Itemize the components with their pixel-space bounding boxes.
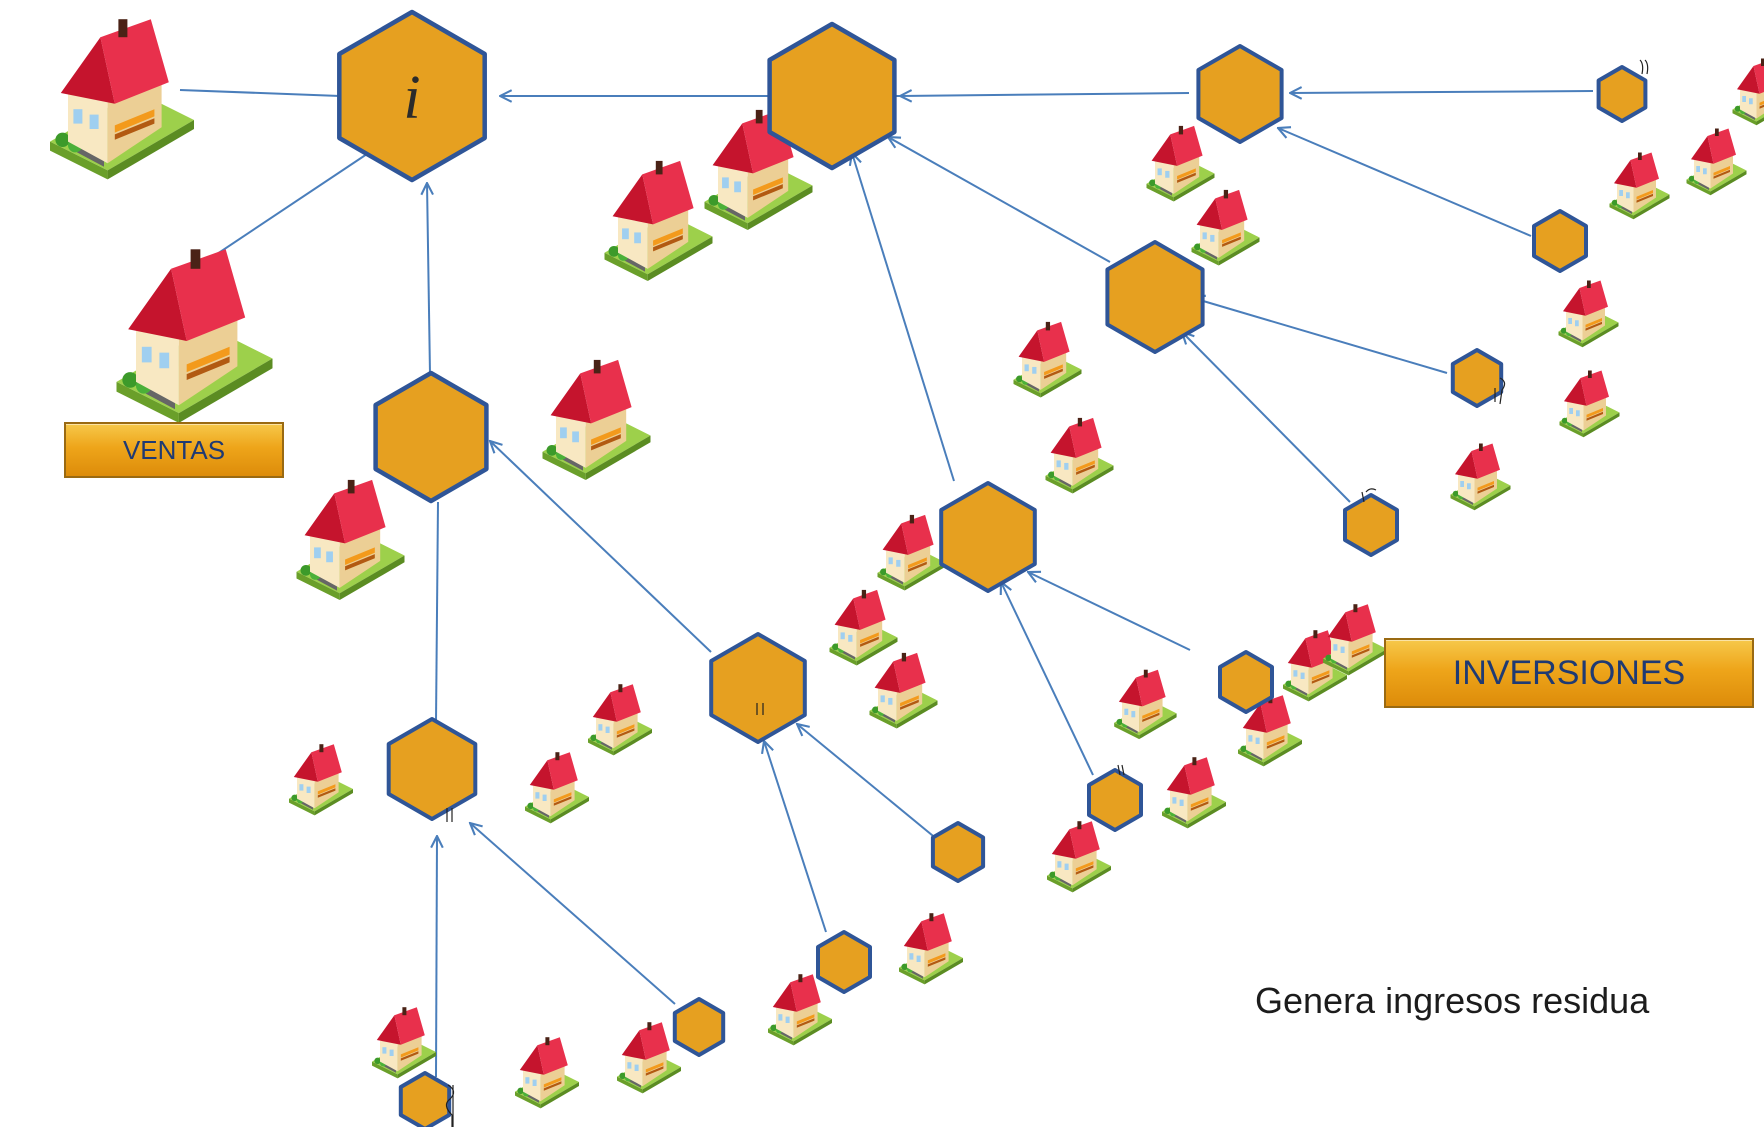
connector-arrow [852,153,955,482]
connector-arrow [1001,582,1094,776]
house-icon [289,744,353,816]
hexagon-node [1087,768,1143,832]
house-icon [1146,125,1215,202]
house-icon [1732,58,1764,126]
house-icons [50,19,1764,1109]
hexagon-node [672,997,726,1057]
house-icon [1558,280,1619,348]
connector-arrow [436,836,437,1078]
house-icon [1609,152,1670,220]
house-icon [869,652,938,729]
hexagon-node [1596,65,1648,123]
hexagon-node [386,717,478,821]
house-icon [877,514,946,591]
house-icon [515,1037,579,1109]
hexagon-node [939,481,1037,593]
hexagon-node [1196,44,1284,144]
hexagon-node [816,930,872,994]
ventas-label: VENTAS [122,434,226,465]
house-icon [296,479,405,601]
hexagon-node [398,1071,452,1127]
hexagon-node [767,21,897,171]
connector-arrow [1290,91,1594,93]
house-icon [899,913,963,985]
house-icon [1013,321,1082,398]
connector-arrow [888,137,1111,263]
connector-lines [179,89,1594,1078]
house-icon [50,19,194,180]
house-icon [1191,189,1260,266]
hexagon-node [373,370,489,504]
inversiones-label-box: INVERSIONES [1384,638,1754,708]
house-icon [372,1007,436,1079]
hexagon-node [1105,240,1205,354]
house-icon [1559,370,1620,438]
house-icon [588,684,652,756]
house-icon [525,752,589,824]
house-icon [542,359,651,481]
hexagon-node [709,632,807,744]
hexagon-node [1218,650,1274,714]
hexagon-node [930,821,986,883]
hexagon-node [1450,348,1504,408]
connector-arrow [204,144,382,263]
hexagon-node [1343,493,1399,557]
house-icon [1450,443,1511,511]
info-symbol: i [403,64,420,132]
house-icon [1047,821,1111,893]
connector-arrow [1193,298,1448,374]
line-artifacts [445,59,1649,1127]
connector-arrow [470,823,676,1005]
house-icon [1162,757,1226,829]
connector-arrow [179,89,341,97]
house-icon [604,160,713,282]
connector-arrow [490,441,712,653]
connector-arrow [1278,128,1532,237]
house-icon [1686,128,1747,196]
house-icon [768,974,832,1046]
connector-arrow [1028,572,1191,651]
connector-arrow [900,93,1190,96]
hexagon-node [337,9,487,183]
house-icon [617,1022,681,1094]
ventas-label-box: VENTAS [64,422,284,478]
house-icon [1114,669,1177,740]
hexagon-nodes [337,9,1648,1127]
house-icon [829,589,898,666]
connector-arrow [797,724,939,841]
house-icon [116,249,273,423]
connector-arrow [1182,332,1351,503]
connector-arrow [764,741,827,933]
footer-note: Genera ingresos residua [1255,980,1650,1021]
hexagon-node [1532,209,1588,273]
connector-arrow [435,501,439,723]
connector-arrow [427,183,430,375]
house-icon [1323,604,1387,676]
inversiones-label: INVERSIONES [1452,653,1686,692]
house-icon [1045,417,1114,494]
info-icon: i [403,64,420,132]
